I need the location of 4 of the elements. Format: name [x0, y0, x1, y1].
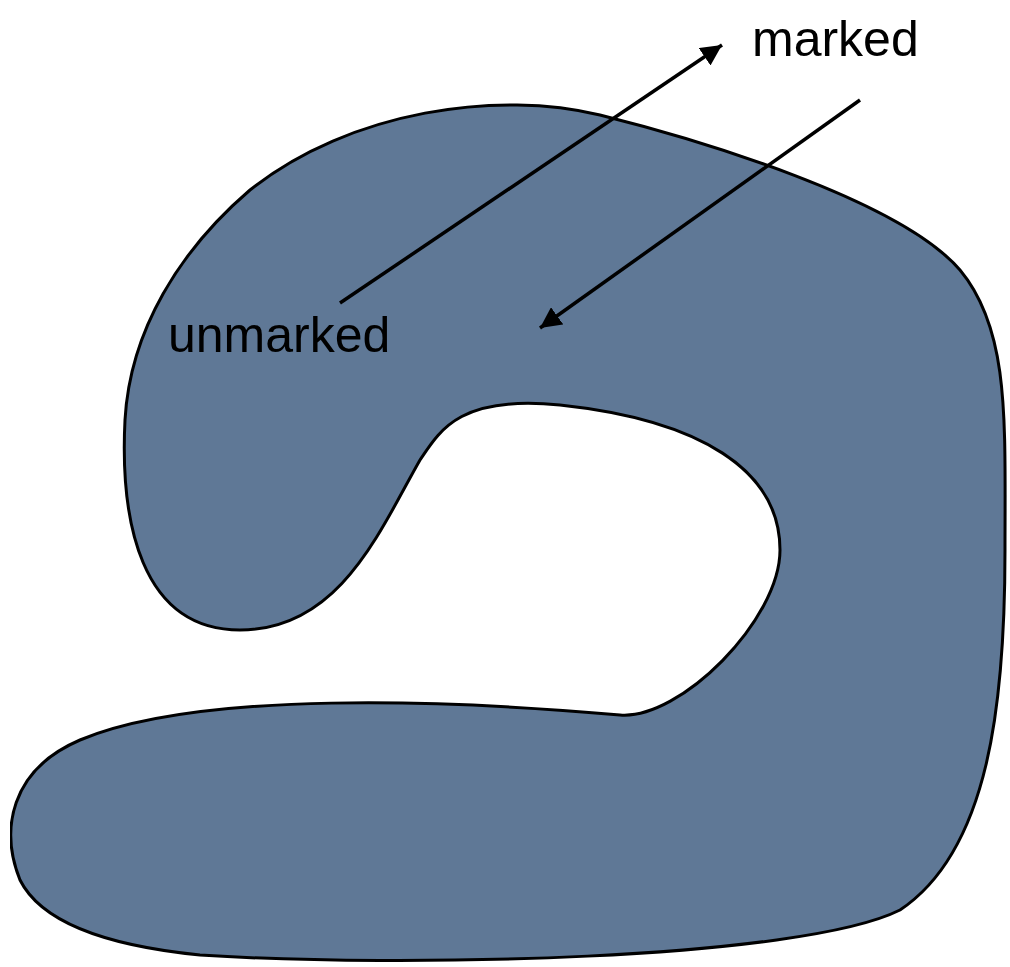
- region-label: unmarked: [168, 310, 391, 360]
- arrow: [339, 43, 723, 305]
- arrow: [539, 98, 861, 330]
- region-label: marked: [752, 14, 919, 64]
